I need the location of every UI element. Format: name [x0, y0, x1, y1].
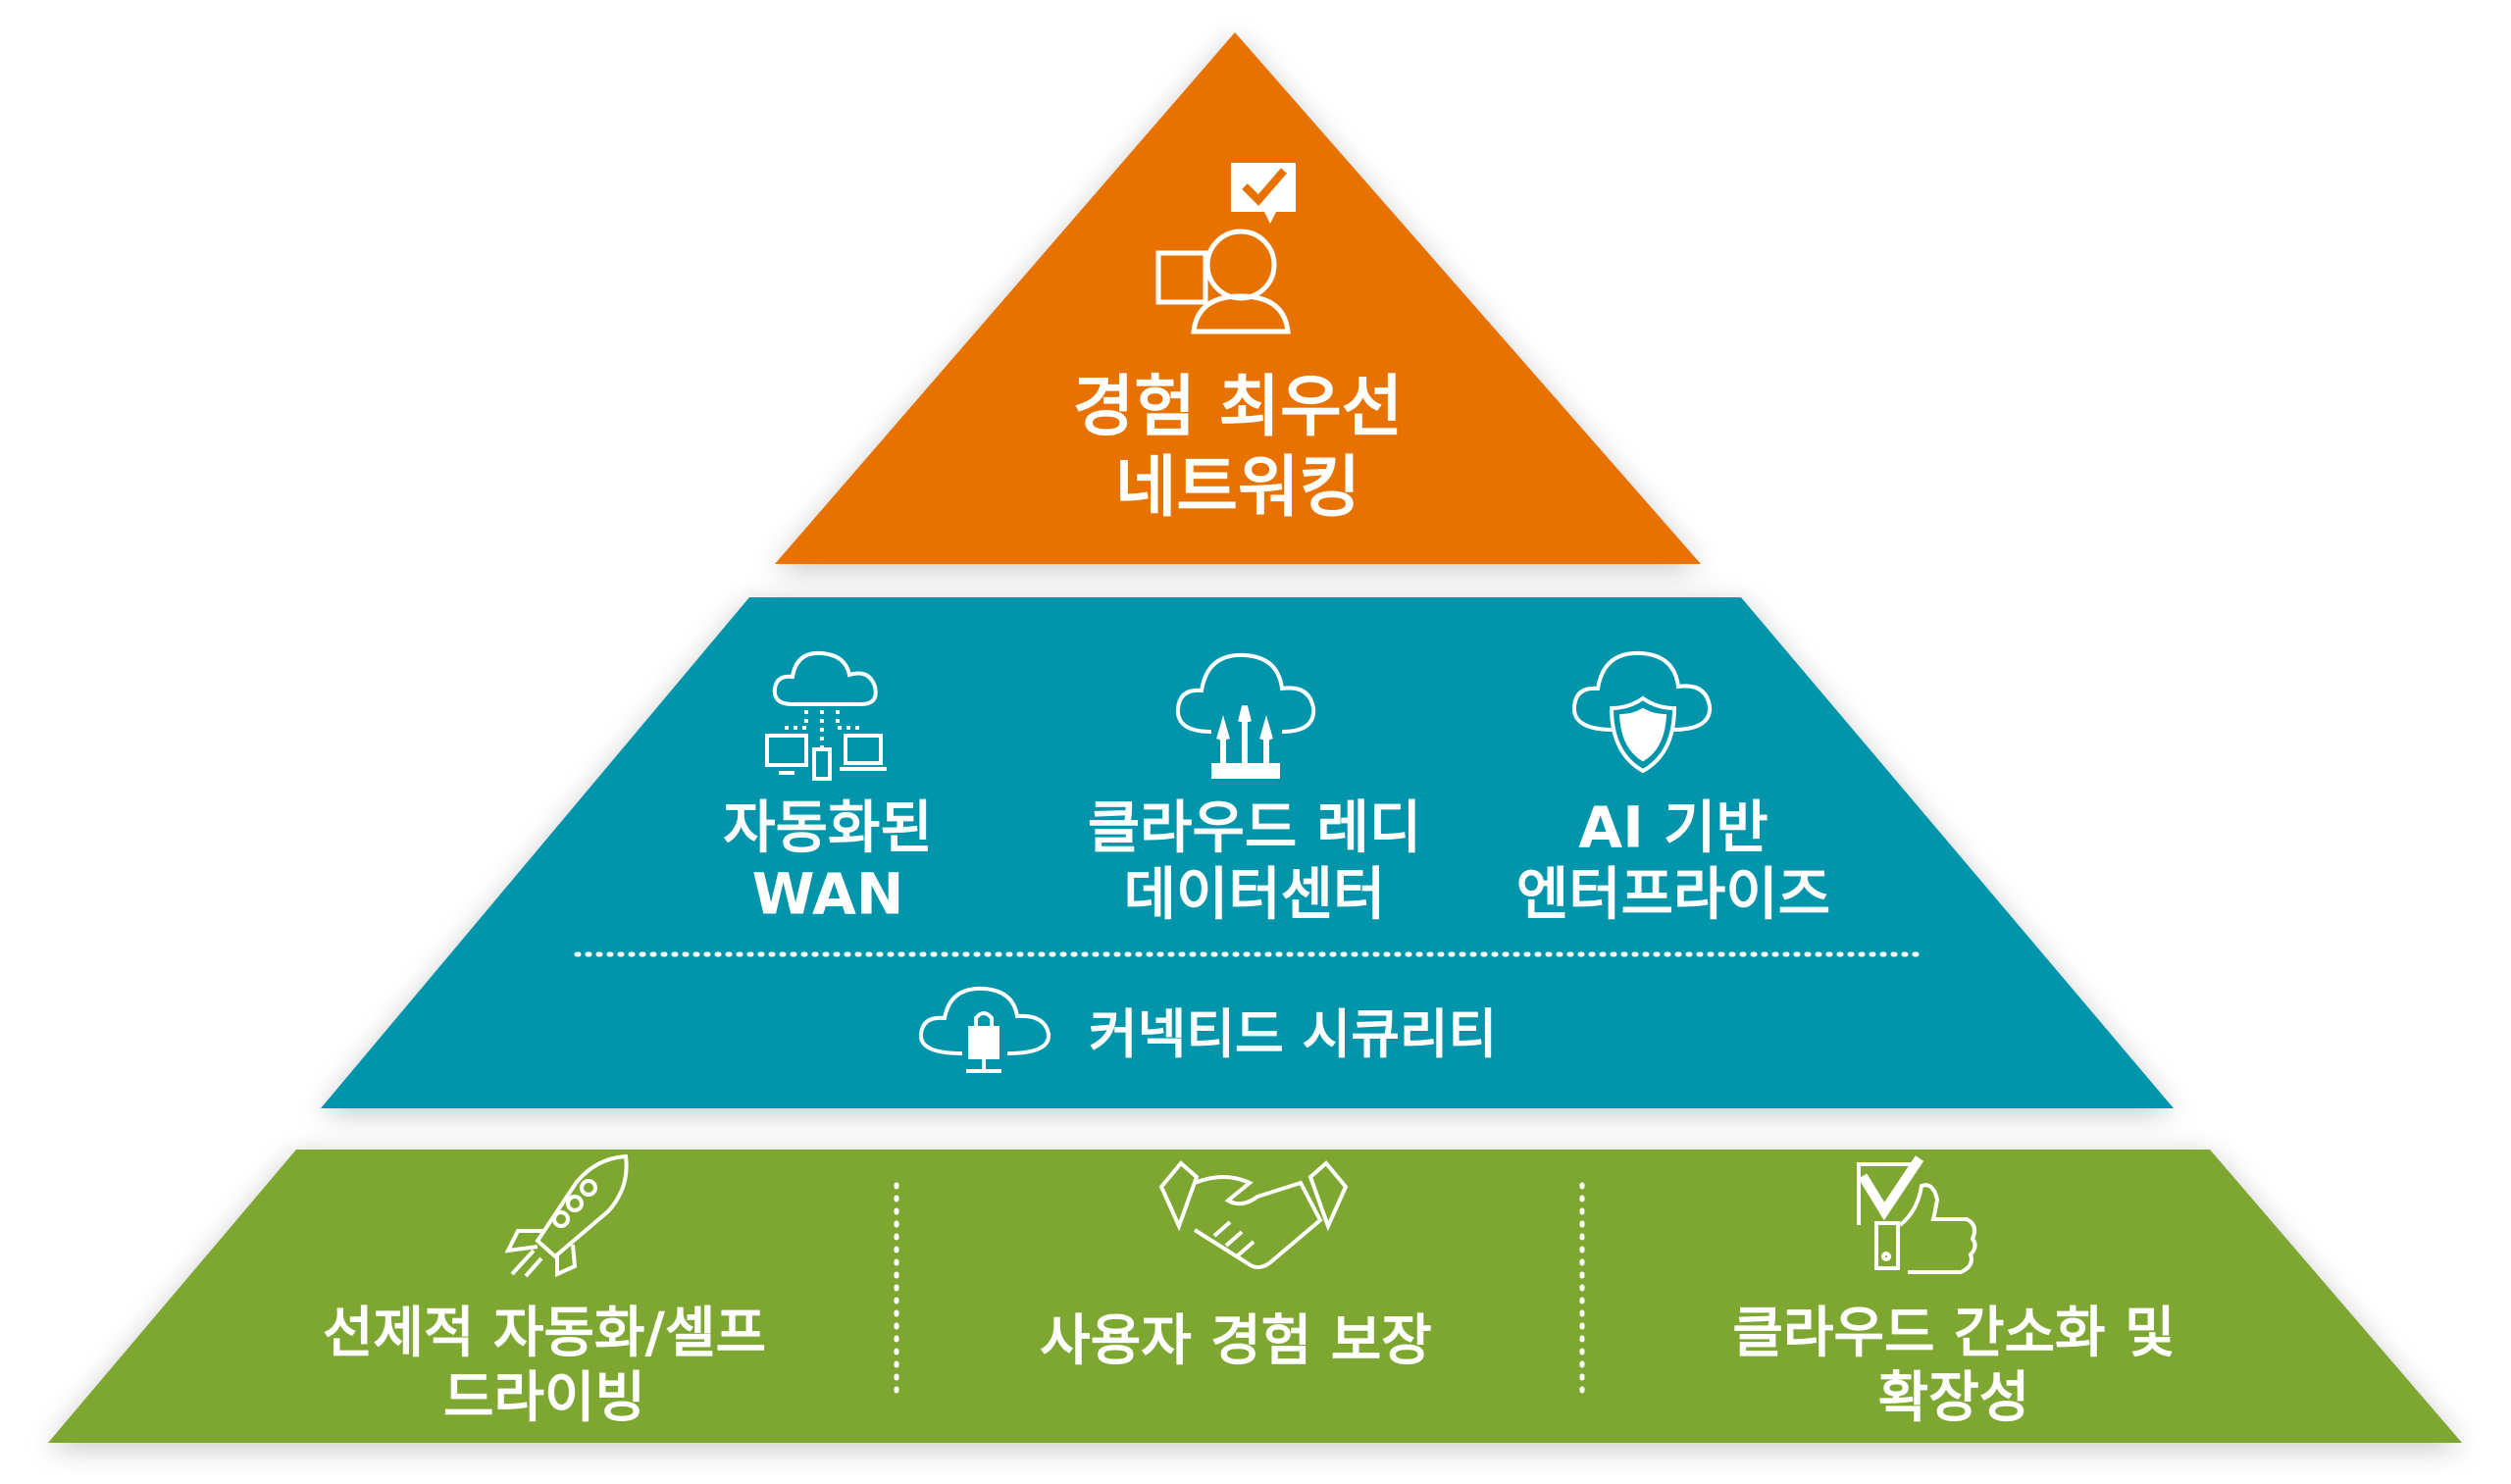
middle-item-2-line1: 클라우드 레디 [1087, 793, 1422, 861]
rocket-icon [498, 1152, 636, 1280]
handshake-icon [1155, 1157, 1352, 1275]
bottom-item-1-line2: 드라이빙 [442, 1365, 646, 1430]
user-computer-check-icon [1154, 159, 1302, 335]
middle-item-3-line1: AI 기반 [1578, 793, 1768, 861]
top-tier-title-line1: 경험 최우선 [1072, 368, 1404, 446]
connected-security-label: 커넥티드 시큐리티 [1089, 1002, 1498, 1065]
bottom-item-2-line1: 사용자 경험 보장 [1040, 1308, 1432, 1373]
bottom-item-3-line1: 클라우드 간소화 및 [1732, 1301, 2176, 1365]
middle-item-1-line1: 자동화된 [723, 793, 933, 861]
bottom-item-3-line2: 확장성 [1877, 1365, 2030, 1430]
middle-item-3-line2: 엔터프라이즈 [1515, 860, 1831, 928]
bottom-item-1-line1: 선제적 자동화/셀프 [322, 1301, 767, 1365]
cloud-lock-icon [911, 983, 1058, 1077]
cloud-devices-icon [763, 645, 920, 783]
middle-tier-trapezoid [321, 597, 2174, 1108]
middle-item-2-line2: 데이터센터 [1123, 860, 1386, 928]
middle-item-1-line2: WAN [751, 860, 904, 928]
cloud-shield-icon [1559, 645, 1725, 783]
cloud-upload-arrows-icon [1162, 645, 1329, 783]
top-tier-title-line2: 네트워킹 [1114, 448, 1361, 527]
thumbs-up-check-icon [1849, 1152, 1986, 1280]
